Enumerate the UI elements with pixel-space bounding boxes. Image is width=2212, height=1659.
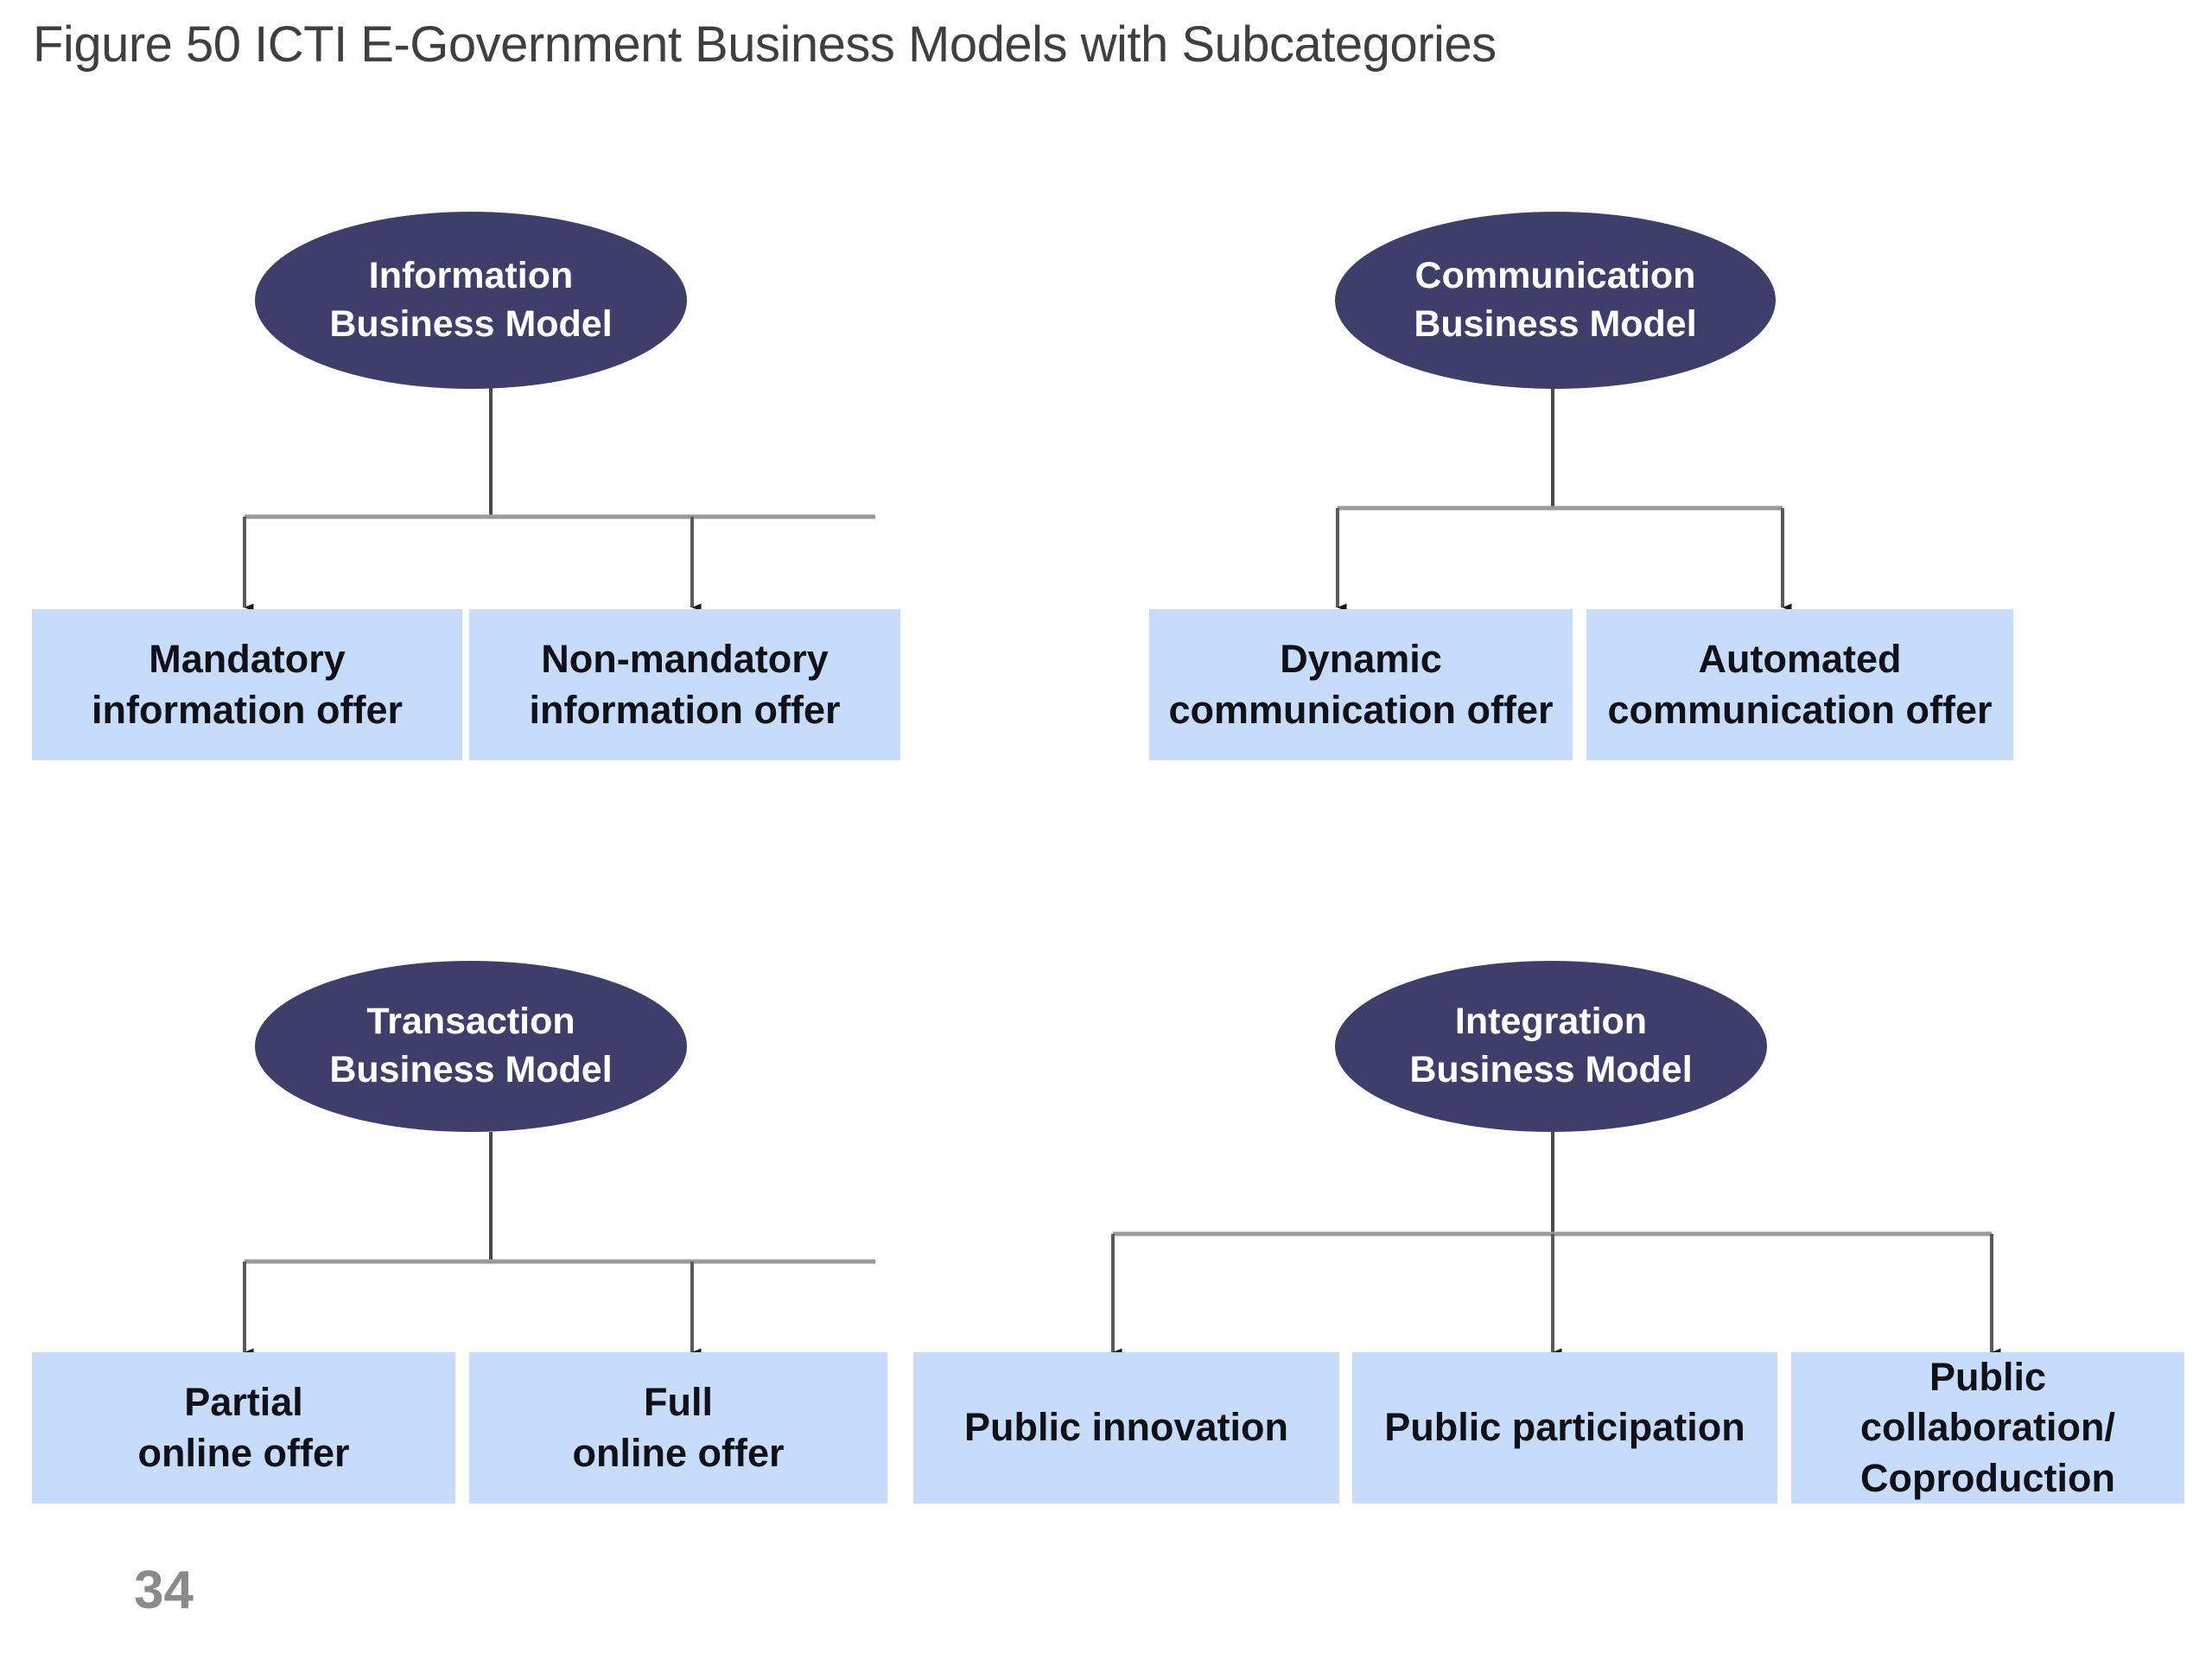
figure-title: Figure 50 ICTI E-Government Business Mod…: [33, 16, 1497, 73]
node-mandatory-information-offer[interactable]: Mandatory information offer: [32, 609, 462, 760]
node-integration-business-model[interactable]: Integration Business Model: [1335, 961, 1767, 1132]
connector-integration: [1111, 1132, 2001, 1357]
connector-transaction: [243, 1132, 875, 1357]
node-label: Transaction Business Model: [329, 1001, 613, 1090]
node-full-online-offer[interactable]: Full online offer: [469, 1352, 887, 1503]
node-public-innovation[interactable]: Public innovation: [913, 1352, 1339, 1503]
node-label: Automated communication offer: [1607, 637, 1993, 732]
node-label: Information Business Model: [329, 254, 613, 345]
node-dynamic-communication-offer[interactable]: Dynamic communication offer: [1149, 609, 1573, 760]
node-label: Non-mandatory information offer: [529, 637, 841, 732]
page-number: 34: [134, 1560, 194, 1620]
node-communication-business-model[interactable]: Communication Business Model: [1335, 212, 1776, 389]
node-non-mandatory-information-offer[interactable]: Non-mandatory information offer: [469, 609, 900, 760]
node-label: Public innovation: [963, 1405, 1288, 1450]
node-label: Integration Business Model: [1409, 1001, 1693, 1090]
connector-communication: [1336, 387, 1792, 612]
node-transaction-business-model[interactable]: Transaction Business Model: [255, 961, 687, 1132]
node-label: Mandatory information offer: [92, 637, 403, 732]
node-label: Communication Business Model: [1414, 254, 1697, 345]
node-public-collaboration-coproduction[interactable]: Public collaboration/ Coproduction: [1791, 1352, 2184, 1503]
node-label: Dynamic communication offer: [1168, 637, 1554, 732]
node-public-participation[interactable]: Public participation: [1352, 1352, 1777, 1503]
node-label: Public collaboration/ Coproduction: [1859, 1354, 2116, 1500]
node-information-business-model[interactable]: Information Business Model: [255, 212, 687, 389]
node-label: Full online offer: [572, 1380, 785, 1475]
node-label: Public participation: [1384, 1405, 1745, 1450]
node-automated-communication-offer[interactable]: Automated communication offer: [1586, 609, 2013, 760]
connector-information: [243, 387, 875, 612]
node-partial-online-offer[interactable]: Partial online offer: [32, 1352, 455, 1503]
node-label: Partial online offer: [137, 1380, 350, 1475]
